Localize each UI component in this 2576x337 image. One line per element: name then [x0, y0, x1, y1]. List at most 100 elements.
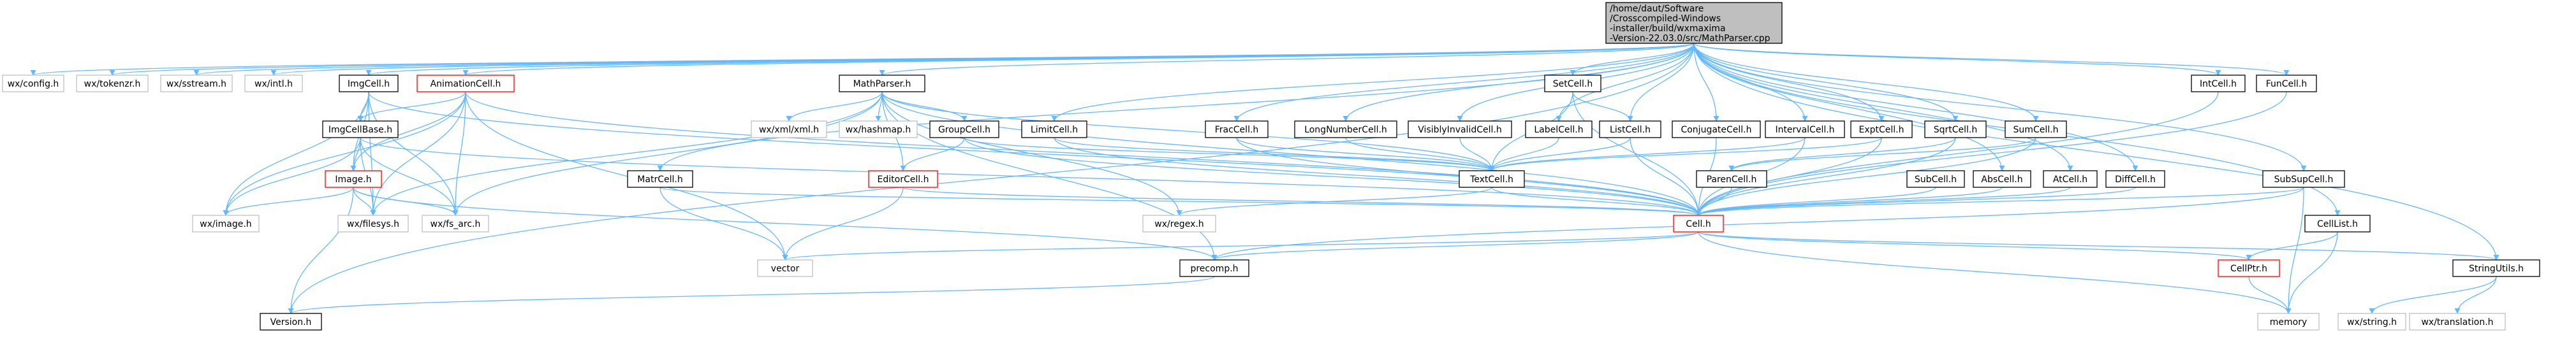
node-funcell[interactable]: FunCell.h: [2256, 75, 2317, 92]
node-wxtranslation: wx/translation.h: [2409, 313, 2506, 331]
node-matrcell-label: MatrCell.h: [637, 175, 682, 185]
node-imageh-label: Image.h: [335, 175, 371, 185]
node-parencell[interactable]: ParenCell.h: [1696, 170, 1767, 188]
node-conjugatecell[interactable]: ConjugateCell.h: [1672, 120, 1761, 138]
edge-root-to-sumcell: [1693, 43, 2039, 122]
edge-cellptr-to-memory: [2248, 276, 2292, 314]
node-intcell[interactable]: IntCell.h: [2191, 75, 2246, 92]
node-setcell[interactable]: SetCell.h: [1544, 75, 1601, 92]
edge-root-to-matrcell: [657, 43, 1695, 171]
node-imageh-box: [325, 170, 382, 188]
node-matrcell-box: [627, 170, 693, 188]
node-editorcell[interactable]: EditorCell.h: [868, 170, 938, 188]
node-mathparser[interactable]: MathParser.h: [839, 75, 925, 92]
node-wxtokenzr-box: [76, 75, 149, 92]
node-wxregex-label: wx/regex.h: [1154, 219, 1203, 229]
node-animationcell[interactable]: AnimationCell.h: [416, 75, 515, 92]
node-limitcell-label: LimitCell.h: [1031, 125, 1078, 135]
node-labelcell[interactable]: LabelCell.h: [1525, 120, 1593, 138]
node-groupcell[interactable]: GroupCell.h: [929, 120, 999, 138]
node-abscell[interactable]: AbsCell.h: [1973, 170, 2031, 188]
node-groupcell-box: [929, 120, 999, 138]
node-cellh-box: [1673, 215, 1724, 233]
node-limitcell[interactable]: LimitCell.h: [1021, 120, 1087, 138]
node-stringutils[interactable]: StringUtils.h: [2452, 259, 2540, 277]
edge-root-to-labelcell: [1556, 43, 1695, 122]
node-wxstring-box: [2337, 313, 2406, 331]
edge-intcell-to-cellh: [1695, 91, 2219, 216]
node-subcell[interactable]: SubCell.h: [1906, 170, 1965, 188]
node-wxsstream-label: wx/sstream.h: [166, 79, 226, 89]
node-wxconfig: wx/config.h: [2, 75, 64, 92]
edge-sumcell-to-parencell: [1728, 137, 2036, 171]
node-stringutils-label: StringUtils.h: [2469, 264, 2524, 274]
edge-textcell-to-cellh: [1491, 187, 1702, 216]
node-imgcellbase[interactable]: ImgCellBase.h: [322, 120, 399, 138]
node-parencell-box: [1696, 170, 1767, 188]
node-fraccell[interactable]: FracCell.h: [1205, 120, 1269, 138]
edge-animationcell-to-imgcellbase: [357, 91, 466, 122]
node-groupcell-label: GroupCell.h: [938, 125, 990, 135]
node-sqrtcell[interactable]: SqrtCell.h: [1924, 120, 1987, 138]
node-longnumbercell[interactable]: LongNumberCell.h: [1294, 120, 1397, 138]
node-imgcell-box: [339, 75, 399, 92]
node-precomp-box: [1179, 259, 1249, 277]
node-version[interactable]: Version.h: [260, 313, 322, 331]
node-intcell-label: IntCell.h: [2200, 79, 2237, 89]
edge-cellh-to-cellptr: [1698, 231, 2252, 261]
edge-setcell-to-listcell: [1572, 91, 1633, 122]
node-diffcell[interactable]: DiffCell.h: [2105, 170, 2165, 188]
node-cellptr-label: CellPtr.h: [2230, 264, 2267, 274]
node-subsupcell[interactable]: SubSupCell.h: [2262, 170, 2345, 188]
node-wxhashmap: wx/hashmap.h: [839, 120, 918, 138]
edge-animationcell-to-imageh: [350, 91, 466, 171]
node-wxfilesys-box: [337, 215, 409, 233]
node-conjugatecell-label: ConjugateCell.h: [1681, 125, 1751, 135]
node-celllist[interactable]: CellList.h: [2304, 215, 2371, 233]
edge-cellh-to-memory: [1698, 231, 2292, 314]
node-cellptr[interactable]: CellPtr.h: [2218, 259, 2280, 277]
edge-root-to-stringutils: [1693, 43, 2499, 261]
node-visiblyinvalidcell[interactable]: VisiblyInvalidCell.h: [1408, 120, 1512, 138]
node-atcell[interactable]: AtCell.h: [2043, 170, 2098, 188]
node-vector-label: vector: [771, 264, 800, 274]
edge-imageh-to-wximage: [223, 187, 354, 216]
edge-abscell-to-cellh: [1695, 187, 2003, 216]
node-root-label: -Version-22.03.0/src/MathParser.cpp: [1610, 33, 1770, 43]
node-exptcell[interactable]: ExptCell.h: [1850, 120, 1913, 138]
node-textcell[interactable]: TextCell.h: [1459, 170, 1525, 188]
edge-animationcell-to-vector: [465, 91, 788, 261]
node-matrcell[interactable]: MatrCell.h: [627, 170, 693, 188]
node-diffcell-box: [2105, 170, 2165, 188]
node-memory: memory: [2257, 313, 2320, 331]
node-listcell[interactable]: ListCell.h: [1599, 120, 1661, 138]
node-imgcell-label: ImgCell.h: [348, 79, 390, 89]
node-sumcell[interactable]: SumCell.h: [2005, 120, 2067, 138]
node-root[interactable]: /home/daut/Software/Crosscompiled-Window…: [1605, 2, 1783, 44]
node-memory-box: [2257, 313, 2320, 331]
edge-stringutils-to-wxstring: [2369, 276, 2497, 314]
node-intervalcell-label: IntervalCell.h: [1775, 125, 1834, 135]
node-imageh[interactable]: Image.h: [325, 170, 382, 188]
node-intervalcell-box: [1765, 120, 1845, 138]
node-intervalcell[interactable]: IntervalCell.h: [1765, 120, 1845, 138]
node-imgcell[interactable]: ImgCell.h: [339, 75, 399, 92]
edge-root-to-abscell: [1693, 43, 2005, 171]
edge-sumcell-to-cellh: [1695, 137, 2036, 216]
node-subcell-box: [1906, 170, 1965, 188]
node-subcell-label: SubCell.h: [1915, 175, 1957, 185]
edge-imgcell-to-wxfsarc: [368, 91, 459, 216]
edge-listcell-to-textcell: [1489, 137, 1631, 171]
node-cellh[interactable]: Cell.h: [1673, 215, 1724, 233]
edge-root-to-limitcell: [1051, 43, 1695, 122]
node-wxstring-label: wx/string.h: [2347, 317, 2397, 327]
edge-imgcell-to-wxfilesys: [368, 91, 376, 216]
edge-mathparser-to-wxfilesys: [370, 91, 883, 216]
node-wxtranslation-label: wx/translation.h: [2421, 317, 2493, 327]
node-sumcell-label: SumCell.h: [2013, 125, 2059, 135]
node-wximage-label: wx/image.h: [200, 219, 251, 229]
node-fraccell-label: FracCell.h: [1215, 125, 1259, 135]
node-precomp[interactable]: precomp.h: [1179, 259, 1249, 277]
edge-sqrtcell-to-cellh: [1695, 137, 1956, 216]
